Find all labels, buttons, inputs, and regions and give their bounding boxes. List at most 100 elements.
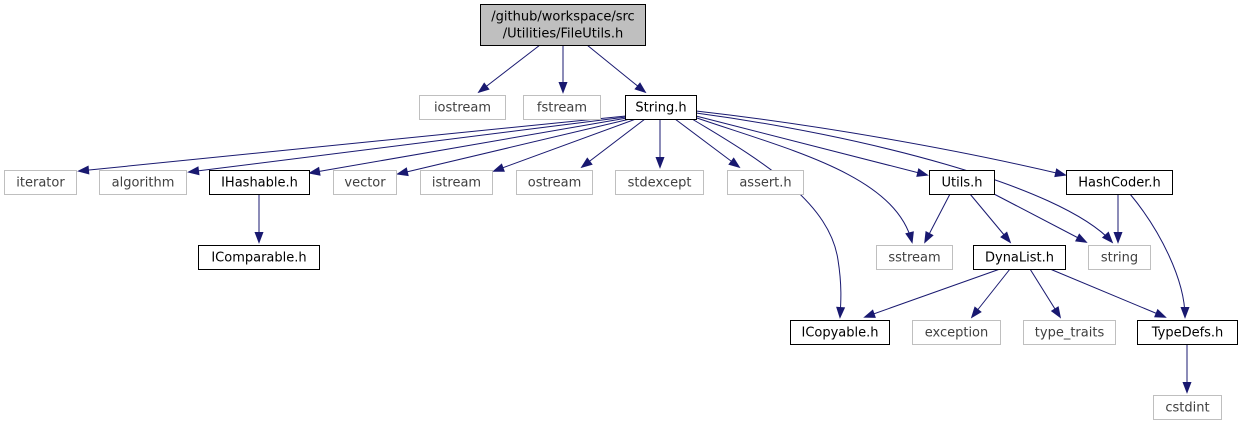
node-label: /Utilities/FileUtils.h	[503, 27, 623, 42]
node-hashcoder[interactable]: HashCoder.h	[1066, 170, 1173, 195]
node-box	[727, 170, 804, 195]
node-icomparable[interactable]: IComparable.h	[198, 245, 320, 270]
node-label: string	[1101, 251, 1138, 266]
arrowhead-icon	[187, 166, 200, 176]
arrowhead-icon	[970, 306, 982, 319]
node-label: HashCoder.h	[1078, 176, 1161, 191]
node-box	[419, 95, 506, 120]
edge-utils-to-string	[993, 193, 1088, 243]
node-istream: istream	[420, 170, 493, 195]
edge-line	[674, 118, 740, 168]
arrowhead-icon	[905, 231, 914, 244]
node-fstream: fstream	[523, 95, 601, 120]
arrowhead-icon	[477, 82, 490, 94]
edge-string_h-to-hashcoder	[695, 110, 1067, 178]
edge-line	[969, 193, 1011, 243]
node-label: exception	[925, 326, 989, 341]
edge-hashcoder-to-typedefs	[1129, 193, 1190, 319]
edge-string_h-to-assert	[674, 118, 741, 169]
arrowhead-icon	[558, 82, 568, 94]
edge-line	[478, 44, 541, 93]
edge-string_h-to-utils	[695, 115, 929, 177]
edge-line	[695, 110, 1066, 176]
node-label: algorithm	[112, 176, 175, 191]
arrowhead-icon	[863, 309, 876, 318]
node-label: ICopyable.h	[801, 326, 878, 341]
edge-string_h-to-stdexcept	[655, 119, 665, 169]
arrowhead-icon	[308, 166, 321, 176]
node-ostream: ostream	[516, 170, 593, 195]
edge-string_h-to-sstream	[693, 116, 914, 244]
edge-utils-to-sstream	[924, 193, 951, 244]
edge-line	[691, 118, 842, 318]
edges-layer	[77, 44, 1192, 394]
arrowhead-icon	[1054, 168, 1067, 178]
edge-line	[864, 268, 1001, 318]
edge-dynalist-to-type_traits	[1029, 268, 1062, 319]
node-box	[523, 95, 601, 120]
arrowhead-icon	[924, 231, 934, 244]
edge-line	[586, 44, 646, 93]
edge-line	[493, 118, 637, 172]
node-stdexcept: stdexcept	[615, 170, 704, 195]
node-label: DynaList.h	[985, 251, 1054, 266]
node-icopyable[interactable]: ICopyable.h	[790, 320, 890, 345]
edge-hashcoder-to-string	[1113, 194, 1123, 244]
node-box	[1088, 245, 1151, 270]
edge-string_h-to-iterator	[77, 115, 627, 175]
edge-string_h-to-icopyable	[691, 118, 846, 319]
edge-dynalist-to-exception	[970, 268, 1011, 319]
arrowhead-icon	[1113, 232, 1123, 244]
node-box	[876, 245, 953, 270]
node-box	[1066, 170, 1173, 195]
node-ihashable[interactable]: IHashable.h	[209, 170, 310, 195]
edge-ihashable-to-icomparable	[254, 194, 264, 244]
node-type-traits: type_traits	[1023, 320, 1116, 345]
node-label: type_traits	[1035, 326, 1105, 341]
node-label: iterator	[16, 176, 65, 191]
node-label: sstream	[888, 251, 940, 266]
arrowhead-icon	[1180, 307, 1190, 319]
arrowhead-icon	[580, 157, 593, 169]
node-box	[516, 170, 593, 195]
node-string-h[interactable]: String.h	[625, 95, 697, 120]
node-box	[973, 245, 1066, 270]
node-utils[interactable]: Utils.h	[929, 170, 995, 195]
edge-root-to-fstream	[558, 45, 568, 94]
node-cstdint: cstdint	[1153, 395, 1222, 420]
edge-string_h-to-algorithm	[187, 116, 627, 176]
node-box	[1153, 395, 1222, 420]
edge-string_h-to-vector	[396, 118, 631, 177]
node-box	[333, 170, 397, 195]
node-label: ostream	[528, 176, 582, 191]
node-box	[929, 170, 995, 195]
node-label: istream	[432, 176, 481, 191]
edge-string_h-to-istream	[492, 118, 637, 172]
arrowhead-icon	[836, 306, 846, 319]
edge-string_h-to-ostream	[580, 118, 646, 169]
node-string: string	[1088, 245, 1151, 270]
node-root: /github/workspace/src/Utilities/FileUtil…	[480, 4, 646, 46]
node-typedefs[interactable]: TypeDefs.h	[1137, 320, 1238, 345]
arrowhead-icon	[1050, 306, 1062, 319]
node-label: String.h	[635, 101, 686, 116]
edge-line	[695, 112, 1113, 243]
node-label: IHashable.h	[221, 176, 298, 191]
node-box	[1023, 320, 1116, 345]
arrowhead-icon	[916, 168, 929, 177]
node-label: iostream	[434, 101, 491, 116]
node-label: cstdint	[1165, 401, 1209, 416]
node-label: IComparable.h	[211, 251, 306, 266]
edge-string_h-to-ihashable	[308, 117, 628, 176]
node-box	[420, 170, 493, 195]
node-box	[625, 95, 697, 120]
edge-line	[993, 193, 1087, 243]
node-label: vector	[344, 176, 386, 191]
arrowhead-icon	[1101, 231, 1114, 244]
node-label: fstream	[537, 101, 587, 116]
node-dynalist[interactable]: DynaList.h	[973, 245, 1066, 270]
node-box	[209, 170, 310, 195]
node-sstream: sstream	[876, 245, 953, 270]
edge-dynalist-to-typedefs	[1049, 268, 1167, 318]
edge-typedefs-to-cstdint	[1182, 344, 1192, 394]
